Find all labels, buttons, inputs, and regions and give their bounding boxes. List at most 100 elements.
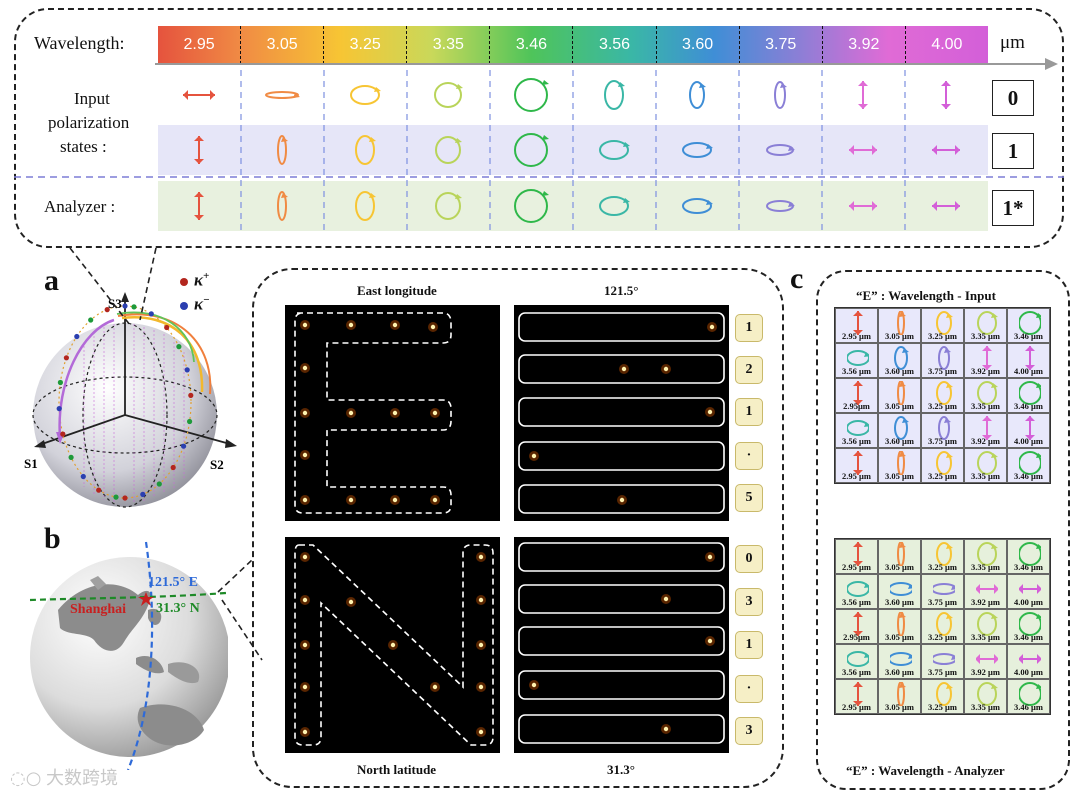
focal-spot: [390, 642, 396, 648]
grid-polarization-icon: [938, 346, 951, 370]
grid-polarization-icon: [1019, 654, 1041, 664]
grid-polarization-icon: [894, 346, 909, 370]
grid-wavelength-label: 3.05 μm: [885, 702, 914, 712]
grid-polarization-icon: [933, 653, 955, 665]
analyzer-polarization-icon: [277, 191, 288, 221]
column-dividers: [240, 70, 906, 232]
legend-dot-blue-icon: [180, 301, 188, 310]
digit-badge: ·: [735, 675, 763, 703]
panel-label-b: b: [44, 522, 61, 555]
grid-wavelength-label: 3.05 μm: [885, 331, 914, 341]
grid-polarization-icon: [982, 416, 992, 440]
grid-polarization-icon: [936, 542, 953, 566]
middle-panel-frame: [252, 268, 784, 788]
digit-badge: 3: [735, 588, 763, 616]
input-polarization-icon: [858, 81, 868, 109]
grid-polarization-icon: [982, 346, 992, 370]
grid-polarization-icon: [853, 612, 863, 636]
grid-wavelength-label: 3.92 μm: [971, 597, 1000, 607]
state-box-1: 1: [992, 133, 1034, 169]
grid-polarization-icon: [853, 682, 863, 706]
grid-cell: 3.35 μm: [964, 679, 1007, 714]
grid-polarization-icon: [894, 416, 909, 440]
analyzer-polarization-icon: [932, 201, 960, 211]
grid-polarization-icon: [1019, 612, 1041, 636]
grid-cell: 3.60 μm: [878, 343, 921, 378]
grid-wavelength-label: 3.46 μm: [1014, 562, 1043, 572]
analyzer-polarization-icon: [766, 200, 795, 212]
input-state1-polarization-icon: [682, 142, 713, 158]
digit-badge: 1: [735, 631, 763, 659]
grid-cell: 3.75 μm: [921, 644, 964, 679]
grid-polarization-icon: [897, 311, 906, 335]
grid-polarization-icon: [897, 682, 906, 706]
grid-wavelength-label: 3.56 μm: [842, 667, 871, 677]
grid-wavelength-label: 3.35 μm: [971, 632, 1000, 642]
grid-polarization-icon: [977, 612, 998, 636]
grid-wavelength-label: 2.95 μm: [842, 471, 871, 481]
focal-spot: [302, 597, 308, 603]
grid-cell: 3.05 μm: [878, 448, 921, 483]
input-state1-polarization-icon: [599, 140, 630, 160]
grid-polarization-icon: [853, 682, 863, 706]
grid-polarization-icon: [976, 584, 998, 594]
wavelength-label: Wavelength:: [34, 33, 125, 53]
grid-wavelength-label: 3.46 μm: [1014, 401, 1043, 411]
grid-polarization-icon: [936, 451, 953, 475]
grid-cell: 4.00 μm: [1007, 343, 1050, 378]
sphere-state-dot: [113, 494, 119, 500]
grid-wavelength-label: 3.46 μm: [1014, 471, 1043, 481]
wavelength-cell: 3.60: [657, 26, 740, 64]
grid-polarization-icon: [894, 346, 909, 370]
focal-spot: [392, 497, 398, 503]
input-state1-polarization-icon: [355, 135, 376, 165]
grid-cell: 3.05 μm: [878, 679, 921, 714]
sphere-state-dot: [56, 406, 62, 412]
grid-polarization-icon: [938, 416, 951, 440]
grid-polarization-icon: [977, 542, 998, 566]
grid-polarization-icon: [853, 311, 863, 335]
grid-wavelength-label: 3.25 μm: [928, 401, 957, 411]
input-polarization-icon: [604, 80, 625, 110]
input-state1-polarization-icon: [435, 136, 462, 164]
focal-spot: [392, 410, 398, 416]
grid-polarization-icon: [897, 612, 906, 636]
grid-cell: 3.75 μm: [921, 574, 964, 609]
grid-wavelength-label: 3.46 μm: [1014, 702, 1043, 712]
input-polarization-icon: [774, 81, 787, 109]
focal-spot: [302, 410, 308, 416]
grid-wavelength-label: 3.75 μm: [928, 436, 957, 446]
legend-kappa-sup: −: [203, 294, 210, 306]
sphere-state-dot: [181, 443, 187, 449]
grid-wavelength-label: 3.75 μm: [928, 366, 957, 376]
grid-wavelength-label: 3.92 μm: [971, 436, 1000, 446]
grid-polarization-icon: [847, 581, 869, 597]
digit-badge: 1: [735, 398, 763, 426]
wavelength-axis-arrow: [155, 58, 1058, 70]
grid-wavelength-label: 3.05 μm: [885, 632, 914, 642]
grid-wavelength-label: 2.95 μm: [842, 702, 871, 712]
grid-wavelength-label: 4.00 μm: [1014, 667, 1043, 677]
analyzer-polarization-icon: [599, 196, 630, 216]
focal-spot: [707, 638, 713, 644]
grid-cell: 2.95μm: [835, 609, 878, 644]
wavelength-strip: 2.95 3.05 3.25 3.35 3.46 3.56 3.60 3.75 …: [158, 26, 988, 64]
grid-wavelength-label: 3.56 μm: [842, 597, 871, 607]
grid-polarization-icon: [976, 654, 998, 664]
watermark-text: 大数跨境: [46, 768, 118, 789]
grid-wavelength-label: 3.05 μm: [885, 471, 914, 481]
focal-spot: [663, 726, 669, 732]
grid-polarization-icon: [977, 451, 998, 475]
wavelength-unit: μm: [1000, 32, 1025, 53]
grid-cell: 3.75 μm: [921, 413, 964, 448]
sphere-state-dot: [96, 487, 102, 493]
analyzer-polarization-icon: [435, 192, 462, 220]
grid-wavelength-label: 2.95μm: [843, 401, 870, 411]
wavelength-cell: 3.75: [740, 26, 823, 64]
grid-wavelength-label: 3.25 μm: [928, 702, 957, 712]
grid-cell: 3.35 μm: [964, 308, 1007, 343]
grid-cell: 4.00 μm: [1007, 413, 1050, 448]
grid-polarization-icon: [977, 612, 998, 636]
grid-polarization-icon: [847, 651, 869, 667]
legend-kappa-symbol: κ: [194, 294, 204, 314]
